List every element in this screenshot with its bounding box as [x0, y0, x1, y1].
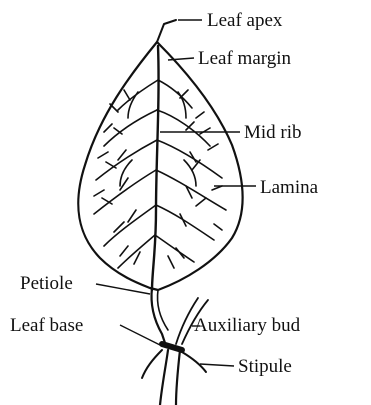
leader-stipule — [200, 364, 234, 366]
label-leaf-base: Leaf base — [10, 315, 83, 336]
label-lamina: Lamina — [260, 177, 319, 198]
leaf-apex-tip — [157, 20, 176, 42]
petiole-inner — [157, 290, 168, 330]
venation — [94, 80, 226, 268]
leaf-base — [162, 344, 182, 350]
leader-leaf-base — [120, 325, 160, 345]
label-petiole: Petiole — [20, 273, 73, 294]
label-stipule: Stipule — [238, 356, 292, 377]
petiole — [151, 288, 166, 346]
leaf-outline — [78, 42, 242, 290]
label-leaf-apex: Leaf apex — [207, 10, 283, 31]
stem-left — [160, 350, 168, 405]
label-mid-rib: Mid rib — [244, 122, 302, 143]
stipule-left — [142, 350, 162, 378]
stem-right — [176, 350, 180, 405]
stipule-right — [182, 352, 206, 372]
label-leaf-margin: Leaf margin — [198, 48, 292, 69]
label-auxiliary-bud: Auxiliary bud — [194, 315, 301, 336]
